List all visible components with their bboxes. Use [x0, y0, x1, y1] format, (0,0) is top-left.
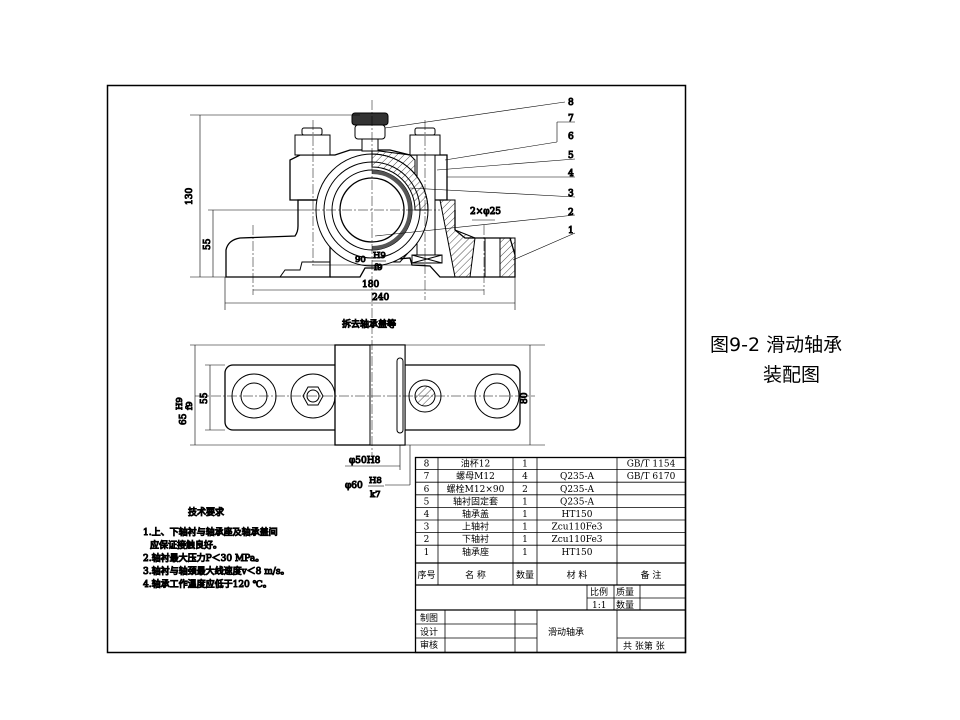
parts-header: 材 料 — [567, 569, 588, 581]
parts-cell: Q235-A — [560, 485, 595, 495]
dim-shaft-fit: φ60 — [345, 481, 363, 491]
parts-header: 数量 — [516, 569, 534, 581]
parts-cell: 8 — [424, 460, 430, 470]
top-view: 65 H9 f9 55 80 φ50H8 φ60 H8 k7 — [175, 340, 545, 501]
dim-65: 65 — [179, 413, 189, 425]
parts-cell: 螺栓M12×90 — [447, 483, 505, 495]
sheet-count: 共 张第 张 — [623, 640, 665, 652]
parts-cell: 1 — [424, 548, 430, 558]
parts-cell: 螺母M12 — [456, 471, 495, 482]
parts-cell: Q235-A — [560, 497, 595, 507]
checked-label: 审核 — [420, 639, 438, 651]
parts-header: 备 注 — [641, 569, 662, 581]
parts-cell: GB/T 1154 — [627, 460, 676, 470]
parts-cell: Zcu110Fe3 — [551, 523, 602, 533]
parts-cell: 1 — [522, 510, 528, 520]
parts-cell: GB/T 6170 — [627, 472, 676, 482]
dim-65-f9: f9 — [185, 401, 195, 410]
drawing-name: 滑动轴承 — [548, 626, 584, 638]
figure-caption: 图9-2 滑动轴承 — [710, 334, 843, 356]
parts-cell: 1 — [522, 523, 528, 533]
parts-cell: 7 — [424, 472, 430, 482]
parts-cell: 4 — [522, 472, 528, 482]
balloon-8: 8 — [568, 98, 574, 108]
qty-label: 数量 — [616, 599, 634, 611]
tech-item: 2.轴衬最大压力P＜30 MPa。 — [143, 552, 264, 564]
fit-f9: f9 — [374, 263, 383, 273]
dim-130: 130 — [185, 188, 195, 205]
parts-cell: 上轴衬 — [462, 521, 489, 533]
mass-label: 质量 — [616, 586, 634, 598]
dim-240: 240 — [372, 293, 389, 303]
parts-cell: 4 — [424, 510, 430, 520]
dim-65-h9: H9 — [175, 397, 185, 410]
parts-cell: 6 — [424, 485, 430, 495]
tech-item: 1.上、下轴衬与轴承座及轴承盖间 — [143, 526, 278, 538]
designed-label: 设计 — [420, 626, 438, 638]
tech-title: 技术要求 — [188, 506, 224, 518]
balloon-6: 6 — [568, 132, 574, 142]
parts-cell: 1 — [522, 548, 528, 558]
parts-cell: 轴承座 — [462, 546, 489, 558]
parts-header: 名 称 — [465, 569, 486, 581]
dim-bore: φ50H8 — [349, 456, 381, 466]
nut — [294, 134, 331, 156]
tech-item: 应保证接触良好。 — [150, 539, 222, 551]
shaft-fit-k7: k7 — [370, 490, 381, 500]
front-view: 130 55 180 240 2×φ25 90 H9 f9 拆去轴承盖等 8 7… — [185, 98, 576, 340]
drawing-frame — [106, 84, 687, 654]
balloon-5: 5 — [568, 151, 574, 161]
view-note: 拆去轴承盖等 — [342, 318, 396, 330]
dim-80: 80 — [520, 392, 530, 404]
fit-h9: H9 — [373, 251, 386, 261]
parts-cell: 3 — [424, 523, 430, 533]
parts-cell: 5 — [424, 497, 430, 507]
dim-55-top: 55 — [200, 392, 210, 404]
tech-requirements: 技术要求 1.上、下轴衬与轴承座及轴承盖间 应保证接触良好。 2.轴衬最大压力P… — [143, 506, 290, 591]
tech-item: 3.轴衬与轴颈最大线速度v＜8 m/s。 — [143, 565, 289, 577]
dim-fit-90: 90 — [355, 255, 366, 265]
balloon-2: 2 — [568, 208, 574, 218]
parts-cell: 1 — [522, 497, 528, 507]
parts-cell: 1 — [522, 460, 528, 470]
parts-cell: 轴衬固定套 — [453, 495, 498, 507]
bearing-base — [225, 199, 331, 278]
parts-cell: Q235-A — [560, 472, 595, 482]
parts-cell: 油杯12 — [461, 458, 490, 470]
scale-value: 1:1 — [592, 601, 606, 611]
parts-cell: 2 — [424, 535, 430, 545]
shaft-fit-h8: H8 — [369, 476, 382, 486]
parts-cell: 轴承盖 — [462, 508, 489, 520]
dim-55: 55 — [203, 238, 213, 250]
parts-cell: HT150 — [561, 510, 592, 520]
parts-cell: 2 — [522, 485, 528, 495]
parts-cell: 1 — [522, 535, 528, 545]
parts-header: 序号 — [417, 569, 435, 581]
parts-list — [414, 456, 687, 654]
balloon-1: 1 — [568, 226, 574, 236]
balloon-3: 3 — [568, 189, 574, 199]
parts-cell: Zcu110Fe3 — [551, 535, 602, 545]
dim-holes: 2×φ25 — [470, 207, 501, 217]
drawn-label: 制图 — [420, 612, 438, 624]
scale-label: 比例 — [590, 586, 608, 598]
tech-item: 4.轴承工作温度应低于120 ℃。 — [143, 578, 272, 590]
balloon-4: 4 — [568, 169, 574, 179]
figure-subtitle: 装配图 — [763, 364, 821, 386]
dim-180: 180 — [362, 280, 379, 290]
parts-cell: 下轴衬 — [462, 533, 489, 545]
parts-cell: HT150 — [561, 548, 592, 558]
balloon-7: 7 — [568, 114, 574, 124]
